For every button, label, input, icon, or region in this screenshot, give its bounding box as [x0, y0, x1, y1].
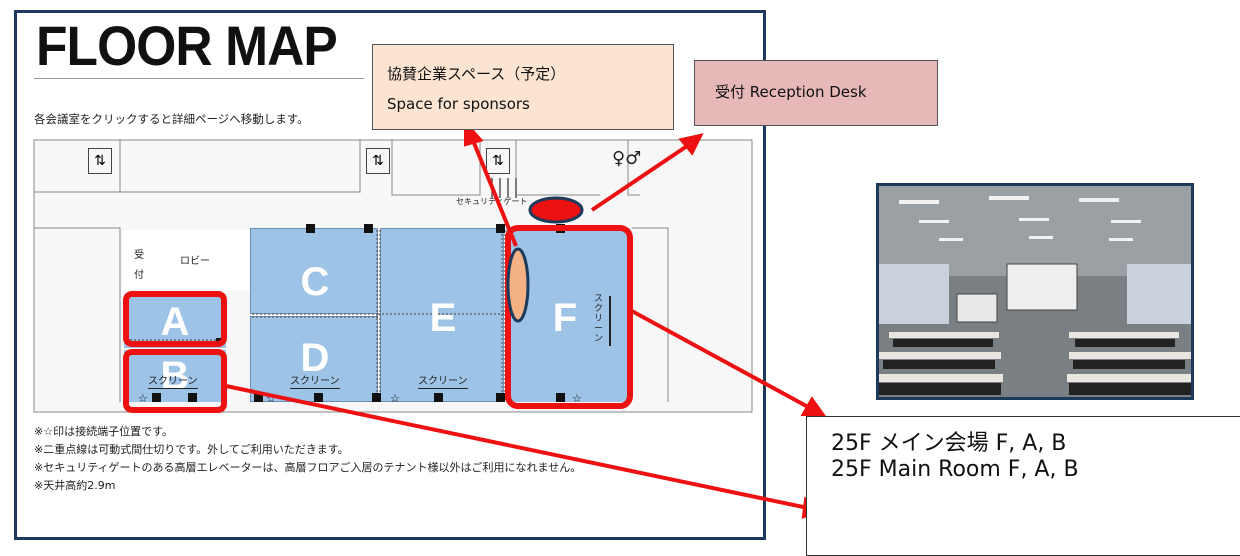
reception-callout: 受付 Reception Desk — [694, 60, 938, 126]
room-b[interactable] — [124, 350, 226, 402]
reception-desk-marker — [528, 196, 584, 224]
arrow-icon — [678, 133, 704, 156]
star-icon: ☆ — [572, 392, 582, 405]
star-icon: ☆ — [390, 392, 400, 405]
room-d-label: D — [300, 336, 330, 380]
arrow-icon — [800, 396, 826, 416]
map-title: FLOOR MAP — [36, 14, 338, 77]
reception-callout-text: 受付 Reception Desk — [715, 83, 867, 101]
elevator-icon: ⇅ — [88, 148, 112, 174]
screen-label: スクリーン — [418, 376, 468, 389]
note-connection: ※☆印は接続端子位置です。 — [34, 425, 173, 438]
title-divider — [34, 78, 364, 79]
room-a[interactable] — [124, 294, 226, 348]
screen-label-f: スクリーン — [594, 294, 604, 344]
room-f-label: F — [552, 296, 578, 340]
restroom-icon: ♀♂ — [612, 148, 642, 169]
elevator-icon: ⇅ — [486, 148, 510, 174]
map-instruction: 各会議室をクリックすると詳細ページへ移動します。 — [34, 112, 309, 126]
security-gate-label: セキュリティゲート — [456, 197, 528, 206]
star-icon: ☆ — [266, 392, 276, 405]
main-room-callout: 25F メイン会場 F, A, B 25F Main Room F, A, B — [806, 416, 1240, 556]
lobby-label: ロビー — [180, 256, 210, 267]
main-room-jp: 25F メイン会場 F, A, B — [831, 431, 1067, 456]
sponsor-callout-jp: 協賛企業スペース（予定） — [387, 65, 566, 83]
sponsor-callout: 協賛企業スペース（予定） Space for sponsors — [372, 44, 674, 130]
main-room-en: 25F Main Room F, A, B — [831, 457, 1079, 482]
room-b-label: B — [160, 354, 190, 398]
conference-room-illustration — [879, 186, 1191, 397]
room-a-label: A — [160, 300, 190, 344]
sponsor-space-oval — [506, 247, 530, 323]
note-ceiling: ※天井高約2.9m — [34, 479, 116, 492]
room-c-label: C — [300, 260, 330, 304]
screen-label: スクリーン — [148, 376, 198, 389]
star-icon: ☆ — [138, 392, 148, 405]
reception-map-label: 受付 — [134, 250, 144, 281]
note-elevator: ※セキュリティゲートのある高層エレベーターは、高層フロアご入居のテナント様以外は… — [34, 461, 582, 474]
screen-label: スクリーン — [290, 376, 340, 389]
room-e-label: E — [429, 296, 457, 340]
room-c[interactable] — [250, 228, 378, 314]
note-partition: ※二重点線は可動式間仕切りです。外してご利用いただきます。 — [34, 443, 349, 456]
elevator-icon: ⇅ — [366, 148, 390, 174]
sponsor-callout-en: Space for sponsors — [387, 95, 530, 113]
room-e[interactable] — [380, 228, 504, 402]
main-room-photo — [876, 183, 1194, 400]
